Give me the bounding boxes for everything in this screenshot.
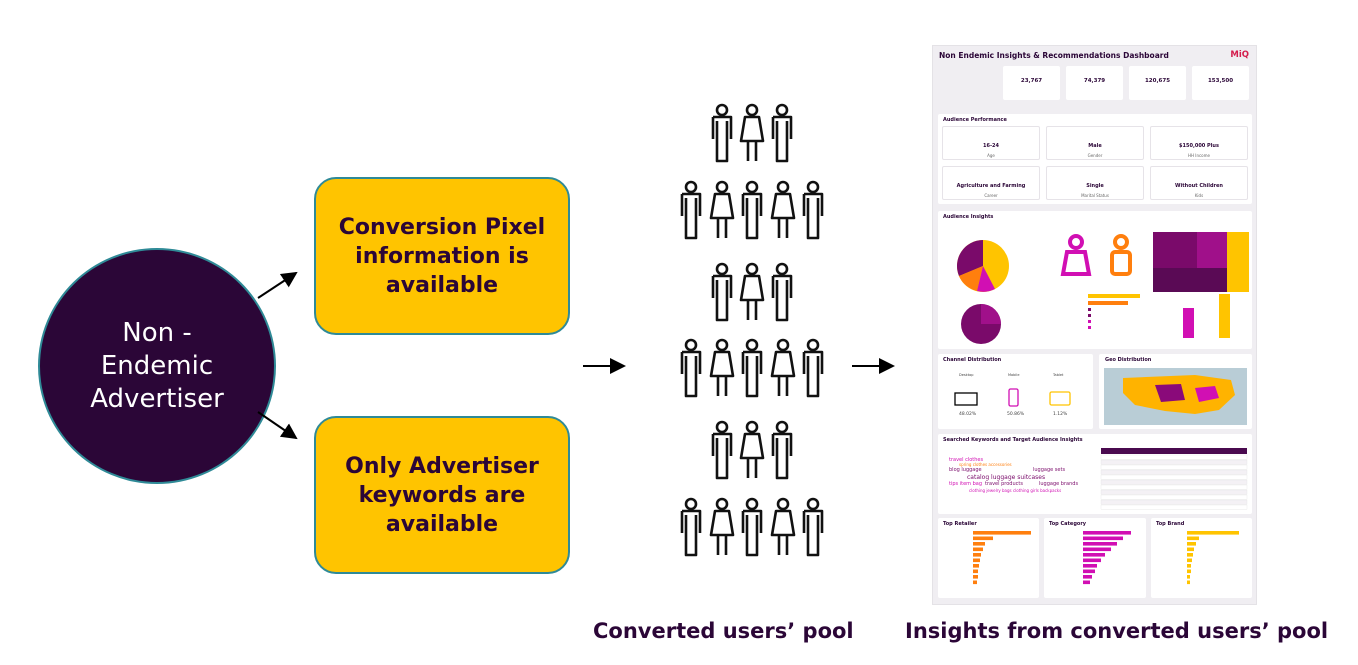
male-person-icon — [771, 420, 793, 480]
channel-percent: 1.12% — [1053, 412, 1068, 417]
male-person-icon — [802, 338, 824, 398]
arrow-to-pixel-box — [257, 271, 298, 299]
geo-distribution-card — [1099, 354, 1252, 429]
dashboard-title: Non Endemic Insights & Recommendations D… — [939, 51, 1169, 60]
channel-percent: 50.86% — [1007, 412, 1025, 417]
keyword: catalog luggage suitcases — [967, 474, 1046, 481]
female-person-icon — [739, 262, 765, 320]
female-person-icon — [739, 420, 765, 478]
conversion-pixel-box: Conversion Pixel information is availabl… — [314, 177, 570, 335]
channel-distribution-heading: Channel Distribution — [943, 357, 1002, 363]
stat-card: 153,500 — [1192, 66, 1249, 100]
female-person-icon — [709, 338, 735, 396]
geo-distribution-heading: Geo Distribution — [1105, 357, 1152, 363]
female-person-icon — [709, 497, 735, 555]
male-person-icon — [771, 103, 793, 163]
keyword: tips item bag — [949, 481, 983, 487]
male-person-icon — [741, 180, 763, 240]
miq-logo: MiQ — [1230, 50, 1249, 60]
stat-card: 120,675 — [1129, 66, 1186, 100]
top-brand-heading: Top Brand — [1156, 521, 1185, 527]
stat-card: 74,379 — [1066, 66, 1123, 100]
male-person-icon — [771, 262, 793, 322]
keyword: travel products — [985, 481, 1023, 487]
insights-caption: Insights from converted users’ pool — [905, 619, 1329, 643]
keyword: spring clothes accessories — [959, 462, 1012, 467]
insights-dashboard: Non Endemic Insights & Recommendations D… — [932, 45, 1257, 605]
top-retailer-card — [938, 518, 1039, 598]
converted-users-icons — [680, 103, 824, 557]
male-person-icon — [680, 338, 702, 398]
female-person-icon — [770, 338, 796, 396]
audience-insights-heading: Audience Insights — [943, 214, 994, 220]
female-person-icon — [739, 103, 765, 161]
channel-name: Mobile — [1008, 373, 1020, 377]
keyword: luggage brands — [1039, 481, 1079, 487]
female-person-icon — [770, 180, 796, 238]
male-person-icon — [711, 420, 733, 480]
keyword: blog luggage — [949, 467, 982, 473]
users-pool-caption: Converted users’ pool — [593, 619, 854, 643]
channel-distribution-card — [938, 354, 1093, 429]
male-person-icon — [741, 338, 763, 398]
audience-performance-heading: Audience Performance — [943, 117, 1007, 123]
keywords-heading: Searched Keywords and Target Audience In… — [943, 437, 1083, 443]
channel-name: Tablet — [1053, 373, 1064, 377]
keyword: clothing jewelry bags — [969, 488, 1012, 493]
arrow-to-keywords-box — [257, 411, 298, 440]
male-person-icon — [711, 262, 733, 322]
male-person-icon — [680, 180, 702, 240]
female-person-icon — [709, 180, 735, 238]
channel-name: Desktop — [959, 373, 974, 377]
top-category-card — [1044, 518, 1146, 598]
advertiser-keywords-box: Only Advertiser keywords are available — [314, 416, 570, 574]
keyword: luggage sets — [1033, 467, 1066, 473]
keyword: clothing girls backpacks — [1013, 488, 1062, 493]
non-endemic-advertiser-node: Non - Endemic Advertiser — [38, 248, 276, 484]
male-person-icon — [711, 103, 733, 163]
male-person-icon — [802, 180, 824, 240]
keyword: travel clothes — [949, 457, 984, 463]
male-person-icon — [741, 497, 763, 557]
stat-card: 23,767 — [1003, 66, 1060, 100]
female-person-icon — [770, 497, 796, 555]
top-category-heading: Top Category — [1049, 521, 1087, 527]
channel-percent: 48.02% — [959, 412, 977, 417]
audience-insights-card — [938, 211, 1252, 349]
top-brand-card — [1151, 518, 1252, 598]
top-retailer-heading: Top Retailer — [943, 521, 977, 527]
male-person-icon — [802, 497, 824, 557]
male-person-icon — [680, 497, 702, 557]
